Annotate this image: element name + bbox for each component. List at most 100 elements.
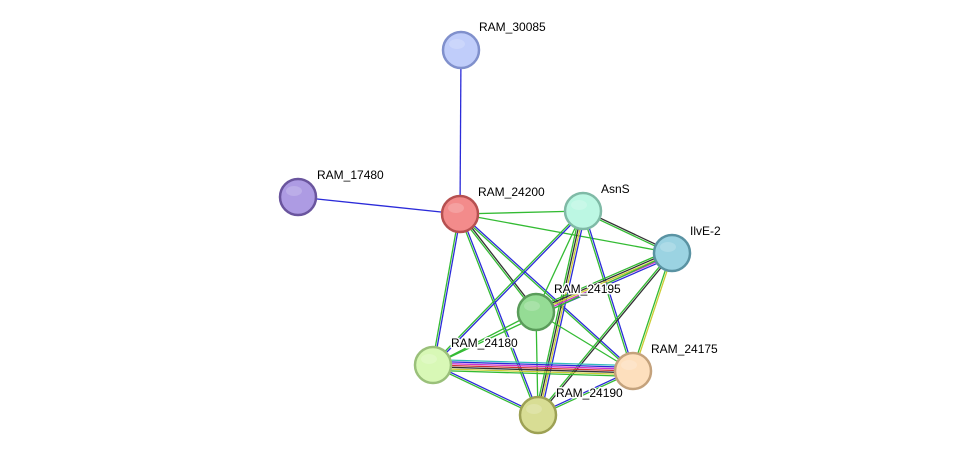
node-circle[interactable]: [413, 345, 453, 385]
edge-evidence-line: [459, 49, 462, 215]
edge-evidence-line: [535, 250, 672, 311]
edge-evidence-line: [431, 209, 583, 365]
node-label-halo: RAM_17480: [317, 168, 384, 182]
node-circle[interactable]: [518, 395, 558, 435]
edge-evidence-line: [459, 210, 584, 215]
edge-evidence-line: [583, 210, 635, 371]
node-RAM_17480[interactable]: [278, 177, 318, 217]
edge-RAM_24180-RAM_24175: [432, 358, 634, 378]
edge-RAM_24180-RAM_24190: [432, 363, 539, 417]
edge-RAM_24200-AsnS: [459, 210, 584, 215]
edge-evidence-line: [433, 363, 539, 415]
node-highlight: [448, 203, 464, 213]
edge-evidence-line: [538, 211, 585, 416]
edge-IlvE-2-RAM_24190: [536, 252, 674, 416]
edge-AsnS-RAM_24175: [581, 210, 635, 372]
edge-evidence-line: [433, 362, 634, 370]
node-circle[interactable]: [516, 292, 556, 332]
node-RAM_24190[interactable]: [518, 395, 558, 435]
edge-IlvE-2-RAM_24175: [631, 252, 674, 372]
edge-evidence-line: [433, 214, 462, 366]
node-circle[interactable]: [440, 194, 480, 234]
node-RAM_24195[interactable]: [516, 292, 556, 332]
edge-evidence-line: [581, 211, 633, 372]
edge-evidence-line: [458, 214, 538, 416]
node-RAM_24180[interactable]: [413, 345, 453, 385]
node-label-halo: RAM_24200: [478, 185, 545, 199]
node-highlight: [449, 39, 465, 49]
edge-evidence-line: [433, 360, 634, 369]
edge-evidence-line: [432, 369, 633, 378]
node-label-halo: RAM_24190: [556, 386, 623, 400]
edge-evidence-line: [432, 366, 633, 374]
node-label: RAM_24200: [478, 185, 545, 199]
edge-evidence-line: [432, 365, 538, 417]
labels-layer: RAM_30085RAM_30085RAM_17480RAM_17480RAM_…: [316, 19, 723, 402]
node-RAM_30085[interactable]: [441, 30, 481, 70]
edge-evidence-line: [460, 213, 538, 312]
node-circle[interactable]: [563, 191, 603, 231]
node-label-halo: RAM_24180: [451, 336, 518, 350]
node-circle[interactable]: [652, 233, 692, 273]
node-highlight: [421, 354, 437, 364]
node-label-halo: RAM_30085: [479, 20, 546, 34]
node-AsnS[interactable]: [563, 191, 603, 231]
edge-evidence-line: [431, 213, 460, 365]
edge-evidence-line: [433, 358, 634, 367]
node-highlight: [621, 360, 637, 370]
edge-evidence-line: [536, 210, 583, 415]
node-highlight: [524, 301, 540, 311]
edge-RAM_24200-RAM_24180: [431, 213, 462, 366]
node-label-halo: AsnS: [601, 182, 630, 196]
edge-RAM_24200-RAM_24195: [458, 213, 538, 313]
edge-evidence-line: [297, 196, 461, 215]
node-RAM_24200[interactable]: [440, 194, 480, 234]
edge-RAM_24200-RAM_24175: [458, 212, 635, 373]
edge-evidence-line: [631, 252, 672, 371]
node-label-halo: IlvE-2: [690, 224, 721, 238]
edge-evidence-line: [540, 211, 587, 416]
node-highlight: [660, 242, 676, 252]
edge-evidence-line: [633, 253, 674, 372]
edge-evidence-line: [432, 364, 634, 372]
edge-RAM_24195-RAM_24180: [432, 311, 537, 366]
node-label: RAM_24190: [556, 386, 623, 400]
edge-evidence-line: [458, 214, 536, 313]
edge-evidence-line: [538, 253, 674, 416]
node-label: RAM_30085: [479, 20, 546, 34]
node-label: IlvE-2: [690, 224, 721, 238]
edge-evidence-line: [534, 249, 671, 310]
edge-evidence-line: [433, 211, 585, 367]
edge-evidence-line: [432, 311, 537, 366]
node-highlight: [571, 200, 587, 210]
node-label: AsnS: [601, 182, 630, 196]
node-highlight: [286, 186, 302, 196]
edge-RAM_17480-RAM_24200: [297, 196, 461, 215]
edge-AsnS-RAM_24190: [534, 210, 587, 416]
edge-RAM_24200-IlvE-2: [459, 213, 673, 254]
edge-evidence-line: [432, 367, 633, 376]
node-label-halo: RAM_24175: [651, 342, 718, 356]
node-label: RAM_24180: [451, 336, 518, 350]
node-highlight: [526, 404, 542, 414]
node-RAM_24175[interactable]: [613, 351, 653, 391]
edge-evidence-line: [460, 212, 635, 371]
node-circle[interactable]: [278, 177, 318, 217]
nodes-layer: [278, 30, 692, 435]
node-circle[interactable]: [441, 30, 481, 70]
edge-AsnS-RAM_24180: [431, 209, 585, 367]
edge-evidence-line: [535, 252, 673, 313]
node-circle[interactable]: [613, 351, 653, 391]
node-IlvE-2[interactable]: [652, 233, 692, 273]
edge-evidence-line: [458, 214, 633, 373]
edge-evidence-line: [536, 252, 672, 415]
node-label: RAM_24195: [554, 282, 621, 296]
edge-RAM_24200-RAM_24190: [458, 213, 540, 416]
edge-evidence-line: [459, 213, 673, 254]
edge-evidence-line: [460, 213, 540, 415]
node-label: RAM_24175: [651, 342, 718, 356]
edge-evidence-line: [534, 210, 581, 415]
node-label: RAM_17480: [317, 168, 384, 182]
edge-RAM_30085-RAM_24200: [459, 49, 462, 215]
